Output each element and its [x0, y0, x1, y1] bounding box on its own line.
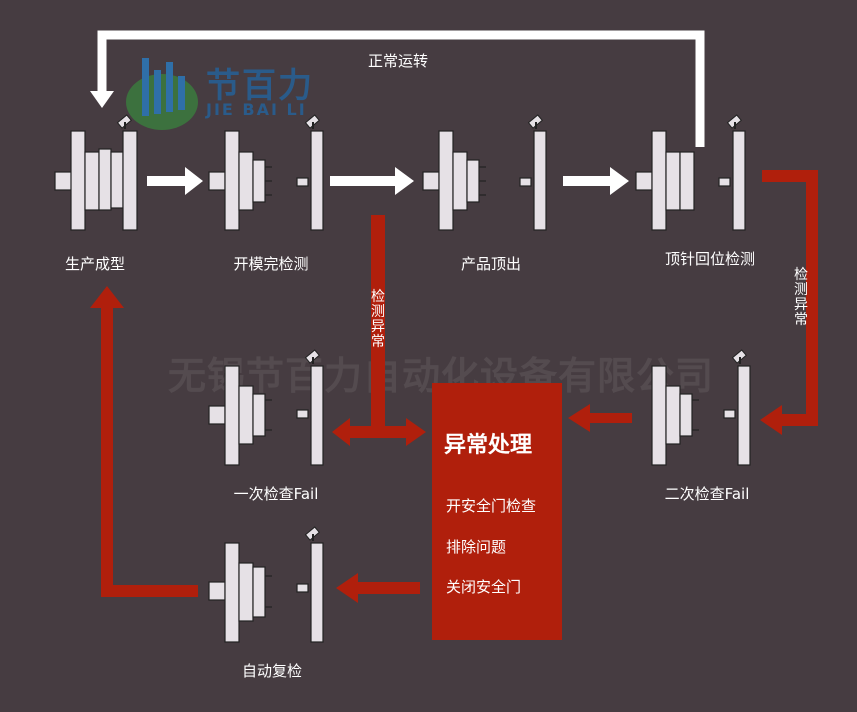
stage-molding-label: 生产成型 [64, 255, 126, 273]
handling-step: 排除问题 [446, 538, 507, 556]
handling-step: 关闭安全门 [446, 578, 522, 596]
mold-second-check-fail [651, 349, 751, 466]
logo-chinese-text: 节百力 [206, 66, 314, 106]
stage-eject-label: 产品顶出 [460, 255, 522, 273]
mold-open-check [208, 114, 324, 231]
right-anomaly-arrow-head [760, 405, 782, 435]
left-anomaly-bar [348, 426, 408, 438]
left-anomaly-label: 检测异常 [371, 289, 385, 350]
stage-auto-recheck-label: 自动复检 [241, 662, 303, 680]
logo-english-text: JIE BAI LI [206, 100, 307, 119]
arrow-open-to-eject [330, 167, 414, 195]
return-to-molding-arrow-head [90, 286, 124, 308]
handling-step: 开安全门检查 [446, 497, 537, 515]
mold-pin-return [635, 114, 746, 231]
anomaly-handling-title: 异常处理 [444, 433, 533, 458]
left-anomaly-head-left [332, 418, 350, 446]
anomaly-handling-box: 异常处理 开安全门检查 排除问题 关闭安全门 [432, 383, 562, 640]
right-anomaly-arrow [762, 170, 818, 426]
mold-auto-recheck [208, 526, 324, 643]
right-anomaly-label: 检测异常 [794, 267, 808, 328]
left-anomaly-head-right [406, 418, 426, 446]
arrow-second-to-process [568, 404, 632, 432]
brand-logo [126, 52, 328, 132]
mold-eject [422, 114, 547, 231]
logo-mark-icon [126, 58, 198, 130]
normal-run-label: 正常运转 [367, 52, 429, 70]
stage-first-check-fail-label: 一次检查Fail [233, 485, 319, 503]
mold-first-check-fail [208, 349, 324, 466]
stage-second-check-fail-label: 二次检查Fail [664, 485, 750, 503]
return-to-molding-arrow [101, 305, 198, 597]
stage-open-check-label: 开模完检测 [233, 255, 309, 273]
stage-pin-return-label: 顶针回位检测 [664, 250, 756, 268]
mold-molding [54, 114, 138, 231]
arrow-molding-to-open [147, 167, 203, 195]
loop-back-arrow [97, 30, 705, 147]
left-anomaly-stem [371, 215, 385, 427]
arrow-eject-to-pin [563, 167, 629, 195]
loop-back-arrow-head [90, 91, 114, 108]
arrow-process-to-recheck [336, 573, 420, 603]
